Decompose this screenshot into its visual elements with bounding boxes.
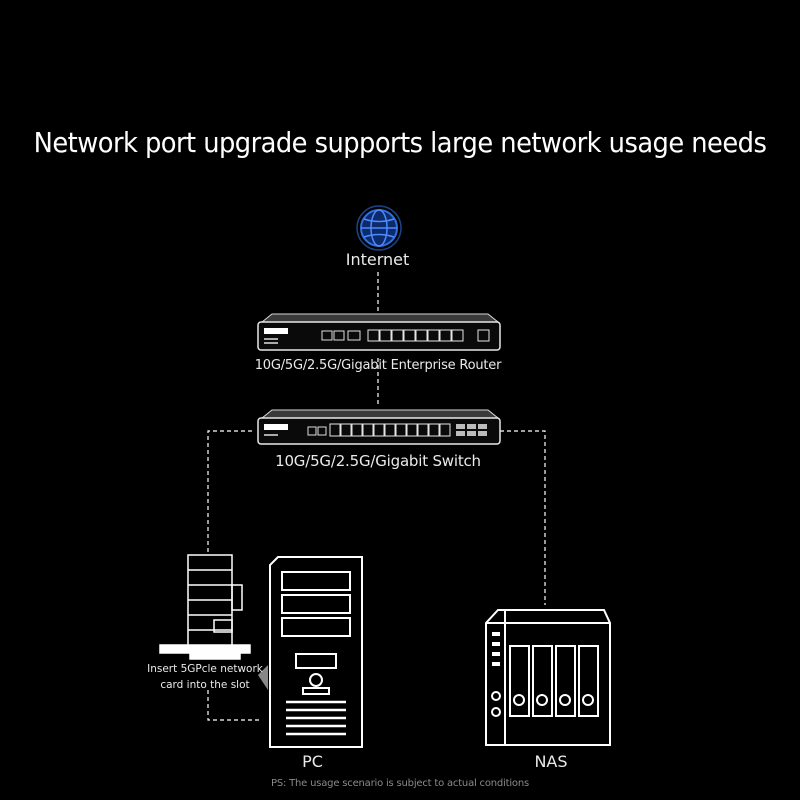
internet-label: Internet: [345, 250, 410, 269]
nas-icon: [485, 609, 611, 746]
switch-card-link: [207, 430, 252, 555]
pc-label: PC: [302, 752, 323, 771]
network-card-label: Insert 5GPcle network card into the slot: [147, 663, 263, 691]
pc-tower-icon: [269, 556, 363, 748]
router-icon: [257, 313, 501, 351]
switch-icon: [257, 409, 501, 445]
card-pc-link: [207, 690, 262, 721]
globe-icon: [356, 205, 402, 251]
nas-label: NAS: [534, 752, 568, 771]
connection-lines: [207, 272, 546, 721]
switch-label: 10G/5G/2.5G/Gigabit Switch: [275, 452, 481, 470]
network-card-icon: [159, 554, 268, 690]
page-title: Network port upgrade supports large netw…: [33, 126, 767, 159]
footnote: PS: The usage scenario is subject to act…: [271, 778, 529, 789]
router-label: 10G/5G/2.5G/Gigabit Enterprise Router: [254, 358, 502, 373]
switch-nas-link: [500, 430, 546, 605]
